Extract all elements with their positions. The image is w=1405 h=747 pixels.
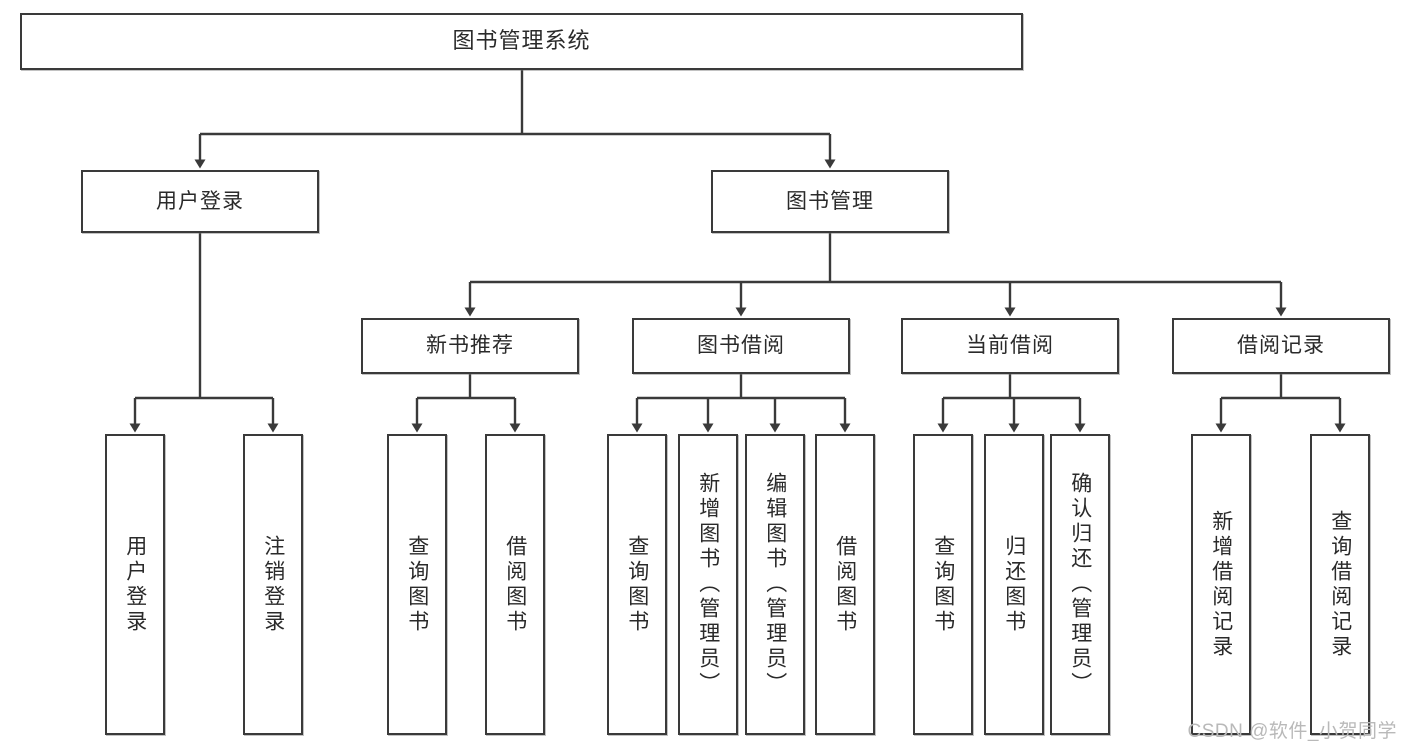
node-leaf-addrec[interactable]: 新增借阅记录 (1191, 434, 1251, 735)
node-label: 确认归还（管理员） (1068, 472, 1092, 697)
node-leaf-q1[interactable]: 查询图书 (387, 434, 447, 735)
node-label: 新书推荐 (426, 334, 514, 358)
node-label: 借阅图书 (503, 534, 527, 635)
node-leaf-ret[interactable]: 归还图书 (984, 434, 1044, 735)
node-label: 当前借阅 (966, 334, 1054, 358)
node-label: 图书借阅 (697, 334, 785, 358)
node-leaf-conf[interactable]: 确认归还（管理员） (1050, 434, 1110, 735)
watermark-text: CSDN @软件_小贺同学 (1187, 721, 1397, 742)
node-label: 归还图书 (1002, 534, 1026, 635)
node-label: 借阅记录 (1237, 334, 1325, 358)
node-label: 图书管理系统 (452, 28, 591, 54)
node-label: 查询图书 (625, 534, 649, 635)
node-borrow[interactable]: 图书借阅 (632, 318, 850, 374)
node-leaf-q3[interactable]: 查询图书 (913, 434, 973, 735)
node-label: 新增借阅记录 (1209, 509, 1233, 660)
node-label: 查询图书 (405, 534, 429, 635)
node-leaf-qrec[interactable]: 查询借阅记录 (1310, 434, 1370, 735)
node-login[interactable]: 用户登录 (81, 170, 319, 233)
node-label: 查询图书 (931, 534, 955, 635)
node-leaf-b1[interactable]: 借阅图书 (485, 434, 545, 735)
node-bookmgmt[interactable]: 图书管理 (711, 170, 949, 233)
node-root[interactable]: 图书管理系统 (20, 13, 1023, 70)
node-label: 图书管理 (786, 189, 874, 213)
node-label: 编辑图书（管理员） (763, 472, 787, 697)
node-label: 查询借阅记录 (1328, 509, 1352, 660)
node-leaf-q2[interactable]: 查询图书 (607, 434, 667, 735)
node-leaf-logout[interactable]: 注销登录 (243, 434, 303, 735)
node-leaf-login[interactable]: 用户登录 (105, 434, 165, 735)
node-label: 新增图书（管理员） (696, 472, 720, 697)
node-records[interactable]: 借阅记录 (1172, 318, 1390, 374)
node-leaf-add[interactable]: 新增图书（管理员） (678, 434, 738, 735)
node-leaf-b2[interactable]: 借阅图书 (815, 434, 875, 735)
node-leaf-edit[interactable]: 编辑图书（管理员） (745, 434, 805, 735)
node-current[interactable]: 当前借阅 (901, 318, 1119, 374)
node-newbook[interactable]: 新书推荐 (361, 318, 579, 374)
node-label: 用户登录 (156, 189, 244, 213)
node-label: 注销登录 (261, 534, 285, 635)
node-label: 借阅图书 (833, 534, 857, 635)
node-label: 用户登录 (123, 534, 147, 635)
